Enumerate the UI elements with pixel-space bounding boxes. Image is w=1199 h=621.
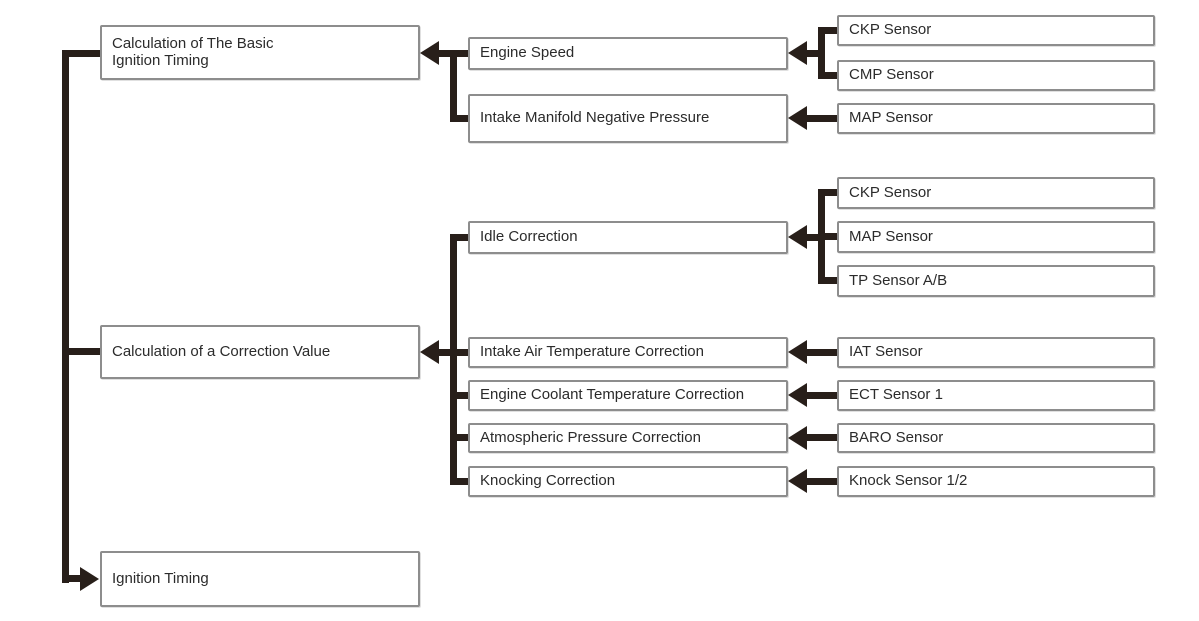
node-label: Knocking Correction (480, 472, 616, 490)
node-label: TP Sensor A/B (849, 271, 948, 289)
node-baro-sensor: BARO Sensor (837, 423, 1155, 453)
node-map-sensor-2: MAP Sensor (837, 221, 1155, 253)
connector-tail-ect-to-ect-correction (805, 392, 837, 399)
connector-stub-ckp1 (818, 27, 837, 34)
node-label: Calculation of a Correction Value (112, 342, 331, 360)
arrowhead-into-knock-correction (788, 469, 807, 493)
node-label: MAP Sensor (849, 109, 933, 127)
node-ckp-sensor-2: CKP Sensor (837, 177, 1155, 209)
connector-tail-map1-to-intake-manifold (805, 115, 837, 122)
connector-stub-basic-timing (62, 50, 100, 57)
node-label: Knock Sensor 1/2 (849, 472, 968, 490)
node-ckp-sensor-1: CKP Sensor (837, 15, 1155, 46)
node-label: Engine Speed (480, 44, 575, 62)
node-intake-manifold-negative-pressure: Intake Manifold Negative Pressure (468, 94, 788, 143)
node-label: CKP Sensor (849, 21, 932, 39)
connector-stub-idle-correction (450, 234, 468, 241)
node-engine-coolant-temperature-correction: Engine Coolant Temperature Correction (468, 380, 788, 411)
node-label: Ignition Timing (112, 569, 209, 587)
arrowhead-into-baro-correction (788, 426, 807, 450)
node-label: CMP Sensor (849, 66, 934, 84)
arrowhead-into-iat-correction (788, 340, 807, 364)
node-ect-sensor-1: ECT Sensor 1 (837, 380, 1155, 411)
node-calculation-of-the-basic-ignition-timing: Calculation of The Basic Ignition Timing (100, 25, 420, 80)
arrowhead-into-idle-correction (788, 225, 807, 249)
connector-tail-iat-to-iat-correction (805, 349, 837, 356)
node-label: CKP Sensor (849, 183, 932, 201)
node-label: Atmospheric Pressure Correction (480, 428, 701, 446)
node-engine-speed: Engine Speed (468, 37, 788, 70)
node-label: Idle Correction (480, 228, 578, 246)
arrowhead-into-engine-speed (788, 41, 807, 65)
node-atmospheric-pressure-correction: Atmospheric Pressure Correction (468, 423, 788, 453)
connector-left-trunk (62, 50, 69, 583)
node-ignition-timing: Ignition Timing (100, 551, 420, 607)
connector-tail-knock-to-knock-correction (805, 478, 837, 485)
connector-stub-baro-correction (450, 434, 468, 441)
arrowhead-into-correction-value (420, 340, 439, 364)
node-label: Intake Manifold Negative Pressure (480, 109, 710, 127)
node-tp-sensor-ab: TP Sensor A/B (837, 265, 1155, 297)
node-label: IAT Sensor (849, 343, 923, 361)
node-label: Engine Coolant Temperature Correction (480, 386, 745, 404)
node-label: BARO Sensor (849, 428, 944, 446)
node-idle-correction: Idle Correction (468, 221, 788, 254)
node-label: Intake Air Temperature Correction (480, 343, 704, 361)
connector-stub-correction-value (62, 348, 100, 355)
arrowhead-into-intake-manifold (788, 106, 807, 130)
node-intake-air-temperature-correction: Intake Air Temperature Correction (468, 337, 788, 368)
node-label: ECT Sensor 1 (849, 386, 943, 404)
node-label: MAP Sensor (849, 227, 933, 245)
node-iat-sensor: IAT Sensor (837, 337, 1155, 368)
arrowhead-into-ect-correction (788, 383, 807, 407)
connector-tail-ignition-timing (62, 575, 83, 582)
node-map-sensor-1: MAP Sensor (837, 103, 1155, 134)
node-knocking-correction: Knocking Correction (468, 466, 788, 497)
connector-tail-into-idle-correction (805, 234, 820, 241)
connector-stub-knock-correction (450, 478, 468, 485)
connector-stub-ckp2 (818, 189, 837, 196)
connector-stub-engine-speed (450, 50, 468, 57)
connector-tail-baro-to-baro-correction (805, 434, 837, 441)
connector-mid-trunk-a (450, 50, 457, 122)
arrowhead-into-ignition-timing (80, 567, 99, 591)
node-knock-sensor-12: Knock Sensor 1/2 (837, 466, 1155, 497)
node-calculation-of-a-correction-value: Calculation of a Correction Value (100, 325, 420, 379)
connector-tail-into-correction-value (438, 349, 452, 356)
node-label: Calculation of The Basic Ignition Timing (112, 34, 274, 69)
connector-stub-intake-manifold (450, 115, 468, 122)
connector-tail-into-basic-timing (438, 50, 452, 57)
connector-stub-map2 (818, 233, 837, 240)
connector-stub-ect-correction (450, 392, 468, 399)
connector-mid-trunk-b (450, 234, 457, 485)
connector-stub-iat-correction (450, 349, 468, 356)
connector-tail-into-engine-speed (805, 50, 820, 57)
connector-stub-tp (818, 277, 837, 284)
arrowhead-into-basic-timing (420, 41, 439, 65)
connector-stub-cmp1 (818, 72, 837, 79)
node-cmp-sensor: CMP Sensor (837, 60, 1155, 91)
connector-right-trunk-a (818, 27, 825, 79)
